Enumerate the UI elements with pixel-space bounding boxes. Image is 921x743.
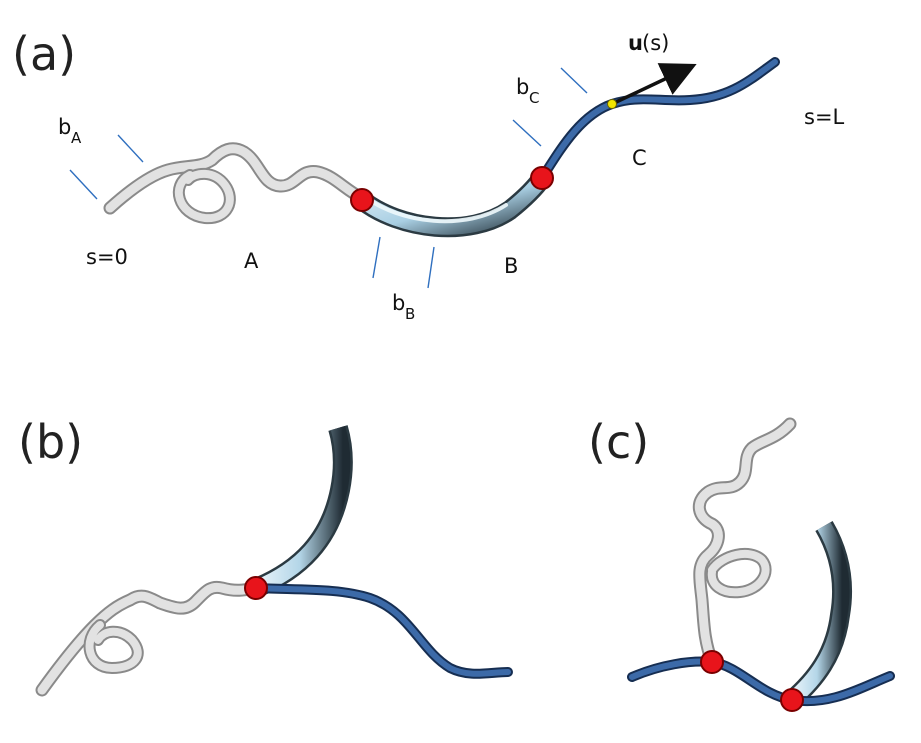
panel-c-junction-left-point: [700, 650, 724, 674]
svg-text:b: b: [392, 291, 405, 315]
b-a-tick-top: [117, 134, 144, 163]
panel-c-segment-c-tube: [627, 656, 895, 707]
panel-c-junction-right-point: [780, 688, 804, 712]
b-a-tick-bottom: [69, 169, 98, 200]
svg-text:A: A: [71, 129, 82, 147]
segment-a-tube: [103, 142, 369, 225]
junction-bc-point: [530, 166, 554, 190]
panel-a-label: (a): [12, 27, 76, 81]
b-c-label: b C: [516, 75, 539, 107]
b-b-label: b B: [392, 291, 415, 323]
panel-b-segment-b-tube: [252, 425, 353, 598]
svg-text:B: B: [405, 305, 415, 323]
panel-a: (a): [12, 27, 845, 323]
s-end-label: s=L: [804, 105, 845, 129]
svg-text:u: u: [628, 31, 643, 55]
panel-b: (b): [18, 415, 513, 697]
panel-b-segment-c-tube: [251, 583, 513, 679]
segment-a-label: A: [244, 249, 259, 273]
panel-c: (c): [588, 415, 895, 712]
tangent-origin-point: [607, 99, 617, 109]
svg-text:(s): (s): [642, 31, 669, 55]
svg-text:C: C: [529, 89, 539, 107]
svg-text:b: b: [58, 115, 71, 139]
b-c-tick-bottom: [512, 119, 542, 147]
panel-b-segment-a-tube: [35, 580, 263, 697]
s-start-label: s=0: [86, 245, 128, 269]
panel-b-label: (b): [18, 415, 83, 469]
panel-c-segment-a-tube: [692, 417, 797, 669]
b-b-tick-left: [372, 236, 381, 279]
segment-c-label: C: [632, 146, 647, 170]
tangent-vector-arrow: [611, 63, 697, 106]
panel-c-segment-b-tube: [785, 520, 852, 708]
svg-text:b: b: [516, 75, 529, 99]
junction-ab-point: [350, 188, 374, 212]
b-b-tick-right: [427, 246, 435, 289]
tangent-label: u (s): [628, 31, 669, 55]
b-a-label: b A: [58, 115, 82, 147]
panel-c-label: (c): [588, 415, 649, 469]
segment-b-label: B: [504, 254, 518, 278]
b-c-tick-top: [560, 67, 588, 94]
panel-b-junction-point: [244, 576, 268, 600]
segment-c-tube: [537, 57, 780, 183]
segment-b-tube: [355, 172, 551, 238]
